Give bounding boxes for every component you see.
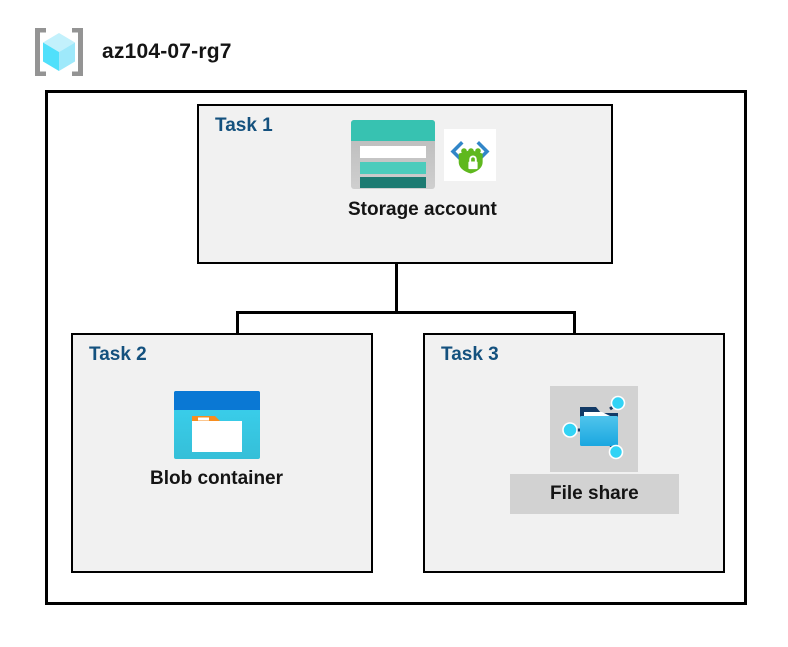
storage-account-icon [350,120,435,189]
resource-group-name: az104-07-rg7 [102,40,232,63]
node-file-share[interactable]: File share [510,386,679,514]
blob-container-icon [173,391,260,459]
blob-container-caption: Blob container [150,468,284,489]
node-storage-account[interactable]: Storage account [348,118,497,221]
file-share-caption: File share [510,474,679,514]
task-3-label: Task 3 [441,344,499,365]
task-1-label: Task 1 [215,115,273,136]
resource-group-cube-icon [35,28,83,76]
connector-branch-bar [236,311,576,314]
file-share-icon [562,395,626,460]
node-blob-container[interactable]: Blob container [150,390,283,490]
resource-group-header: az104-07-rg7 [30,24,232,80]
task-2-label: Task 2 [89,344,147,365]
storage-account-icon-row [349,118,496,191]
secure-endpoint-shield-icon [443,128,496,181]
file-share-icon-plate [550,386,639,472]
connector-storage-to-branch [395,264,398,313]
storage-account-caption: Storage account [348,199,497,220]
